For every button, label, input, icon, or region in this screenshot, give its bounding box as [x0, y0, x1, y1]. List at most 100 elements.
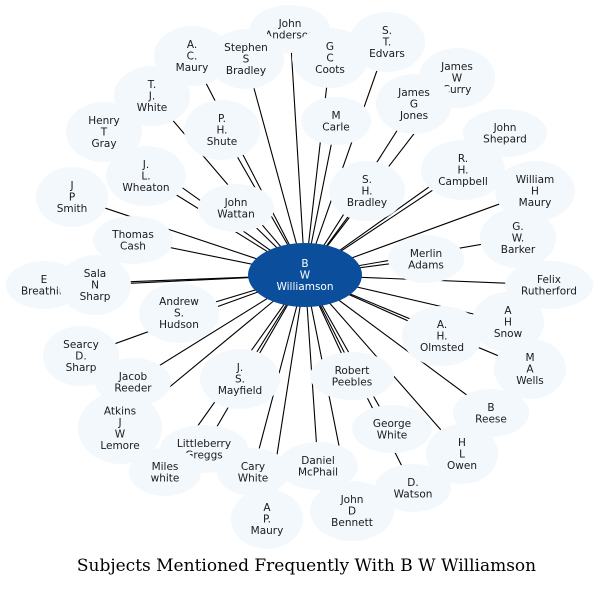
node-label-line: Miles [152, 461, 179, 473]
edge-a-c-maury [191, 55, 306, 276]
node-label-line: Littleberry [177, 438, 231, 450]
node-label-line: white [151, 472, 180, 484]
node-label-line: Stephen [224, 42, 268, 54]
node-label-line: Atkins [104, 405, 136, 417]
node-label-line: G [410, 99, 418, 111]
node-s-h-bradley[interactable]: S.H.Bradley [329, 161, 405, 221]
node-halo [78, 392, 162, 464]
node-label-line: S. [235, 374, 245, 386]
node-t-j-white[interactable]: T.J.White [114, 66, 190, 126]
node-r-h-campbell[interactable]: R.H.Campbell [421, 140, 505, 200]
node-label-line: Shepard [483, 133, 527, 145]
node-halo [278, 442, 358, 490]
node-label-line: A [504, 305, 512, 317]
node-halo [59, 255, 131, 315]
node-label-line: Thomas [111, 229, 154, 241]
node-label-line: Sala [84, 268, 106, 280]
network-graph: JohnAndersonA.C.MauryStephenSBradleyGCCo… [6, 5, 593, 549]
node-halo [292, 28, 368, 88]
node-label-line: W [115, 428, 126, 440]
node-label-line: Maury [519, 197, 552, 209]
node-layer: JohnAndersonA.C.MauryStephenSBradleyGCCo… [6, 5, 593, 549]
node-label-line: Reese [475, 413, 507, 425]
node-halo [310, 481, 394, 541]
diagram-title: Subjects Mentioned Frequently With B W W… [76, 556, 537, 576]
node-halo [36, 167, 108, 227]
node-label-line: E [41, 274, 48, 286]
node-d-watson[interactable]: D.Watson [375, 464, 451, 512]
node-j-l-wheaton[interactable]: J.L.Wheaton [106, 146, 186, 206]
node-label-line: McPhail [298, 466, 338, 478]
node-label-line: M [525, 352, 534, 364]
node-label-line: Searcy [63, 339, 99, 351]
node-label-line: L [459, 449, 465, 461]
node-label-line: H. [216, 125, 227, 137]
node-halo [301, 97, 371, 145]
center-node-ellipse [248, 243, 362, 307]
node-label-line: Shute [207, 136, 238, 148]
node-label-line: Smith [57, 203, 88, 215]
node-halo [453, 389, 529, 437]
node-label-line: H [458, 437, 466, 449]
node-label-line: J. [142, 159, 149, 171]
node-label-line: A. [187, 39, 197, 51]
node-j-s-mayfield[interactable]: J.S.Mayfield [200, 349, 280, 409]
node-label-line: S. [362, 174, 372, 186]
edge-john-anderson [289, 28, 306, 276]
node-label-line: P. [218, 113, 226, 125]
node-halo [231, 489, 303, 549]
node-p-h-shute[interactable]: P.H.Shute [184, 100, 260, 160]
node-halo [93, 216, 173, 264]
center-label-line: B [301, 258, 308, 270]
node-label-line: Rutherford [521, 285, 577, 297]
node-label-line: White [377, 429, 408, 441]
node-label-line: S [243, 54, 250, 66]
node-halo [495, 161, 575, 221]
node-label-line: J. [236, 362, 243, 374]
node-halo [402, 306, 482, 366]
node-label-line: C. [187, 51, 198, 63]
node-label-line: P. [263, 514, 271, 526]
node-halo [208, 29, 284, 89]
node-label-line: Mayfield [218, 385, 262, 397]
node-s-t-edvars[interactable]: S.T.Edvars [349, 12, 425, 72]
node-a-p-maury[interactable]: AP.Maury [231, 489, 303, 549]
node-label-line: D. [75, 351, 86, 363]
node-halo [198, 184, 274, 232]
node-label-line: John [224, 197, 248, 209]
node-label-line: Wattan [217, 208, 254, 220]
node-label-line: Wells [516, 375, 544, 387]
node-label-line: A. [437, 319, 447, 331]
node-halo [329, 161, 405, 221]
node-a-h-olmsted[interactable]: A.H.Olmsted [402, 306, 482, 366]
node-label-line: Cash [120, 240, 146, 252]
node-label-line: Curry [443, 84, 472, 96]
node-halo [139, 283, 219, 343]
node-label-line: Bennett [331, 517, 373, 529]
node-g-w-barker[interactable]: G.W.Barker [480, 208, 556, 268]
